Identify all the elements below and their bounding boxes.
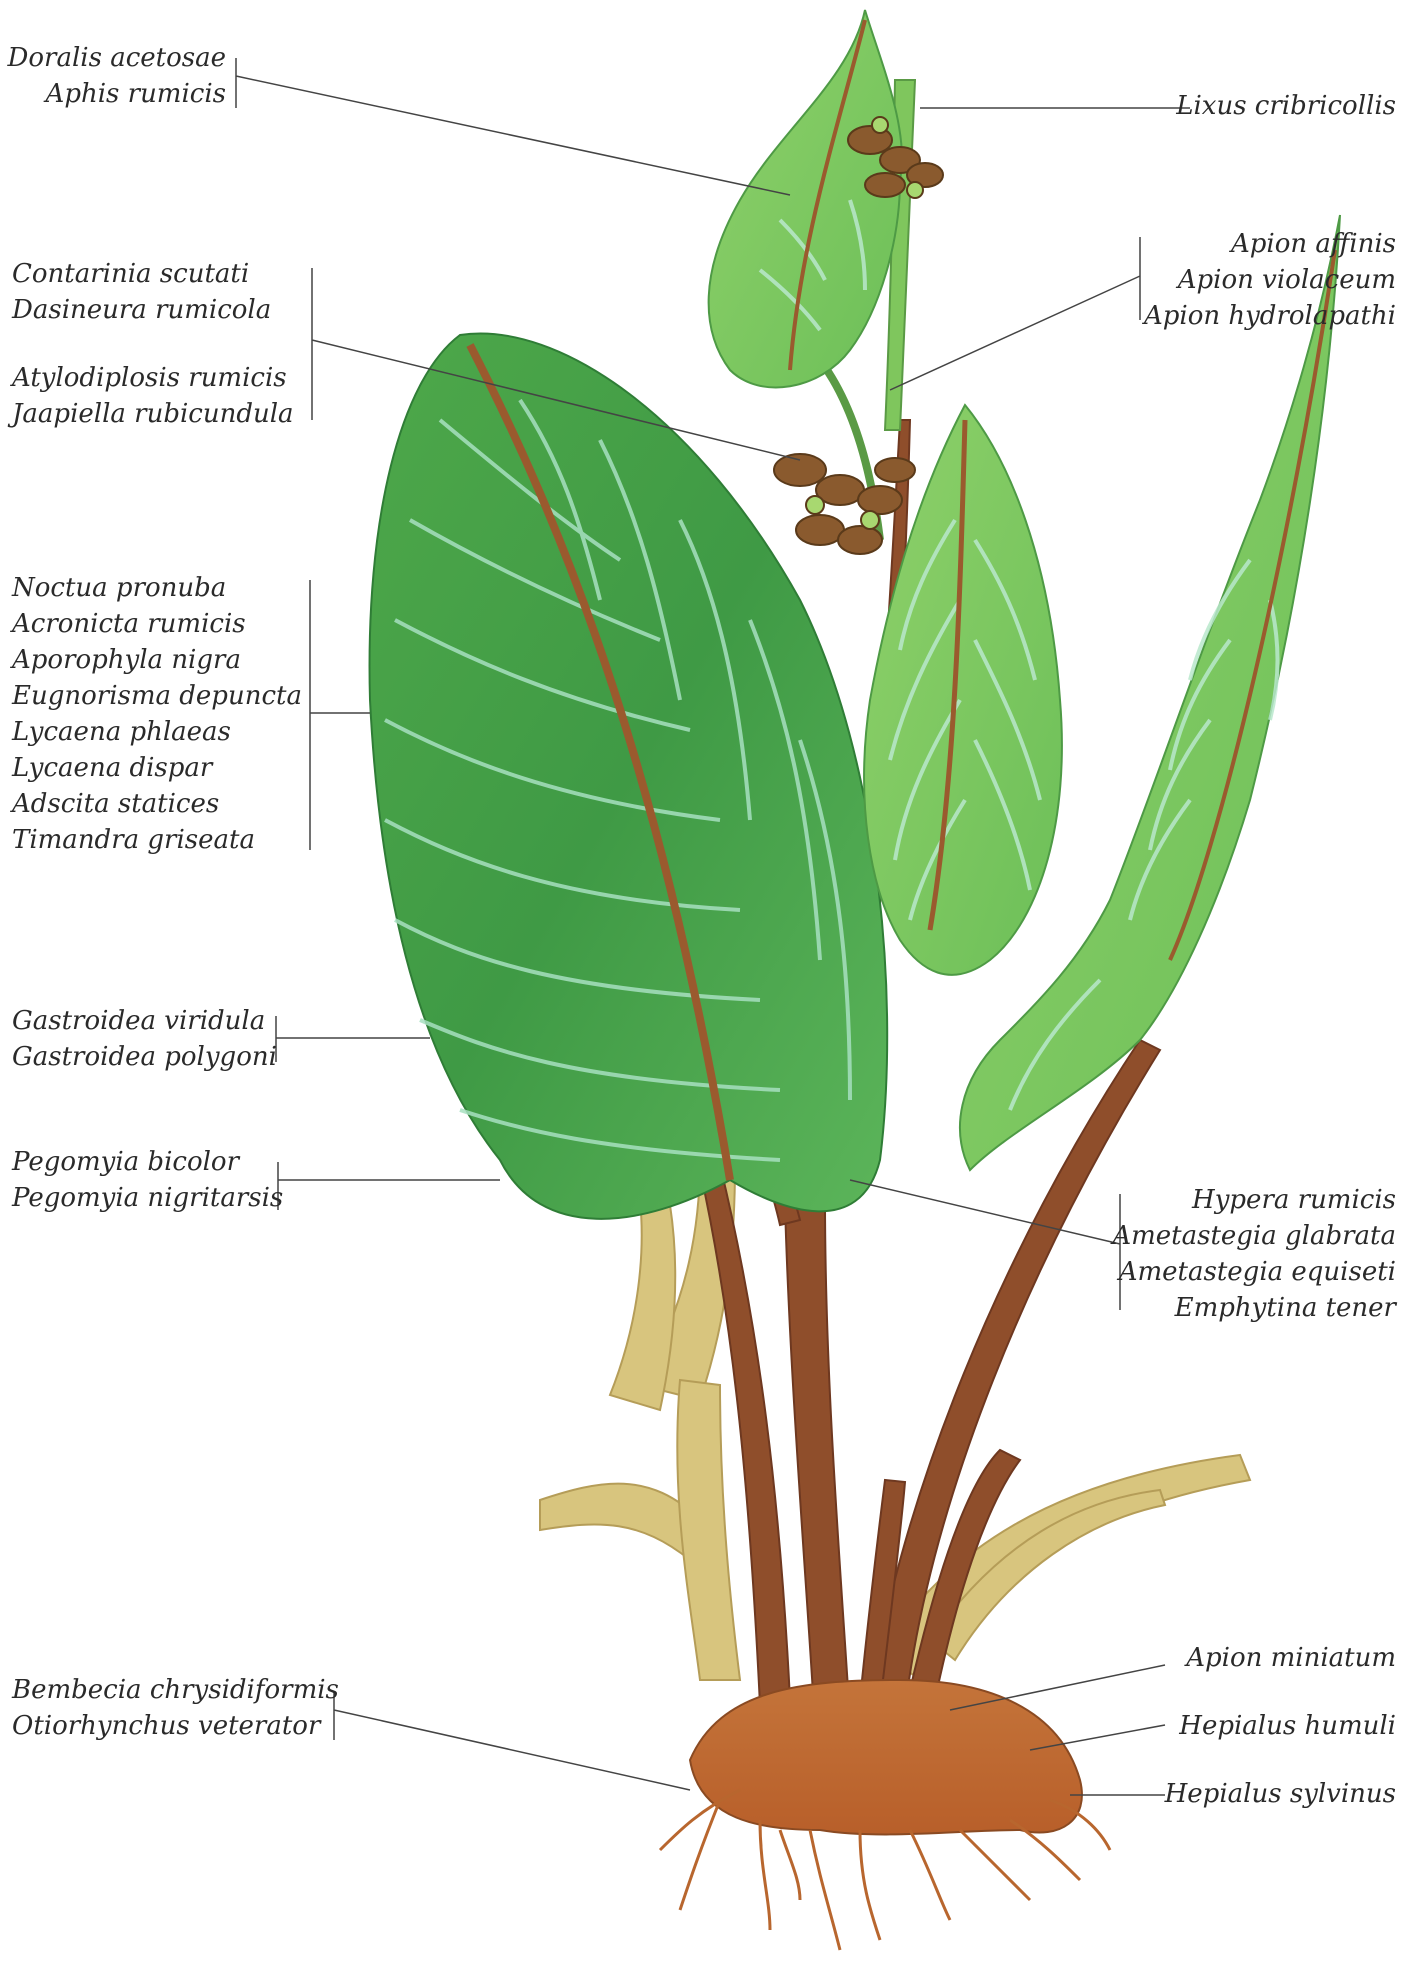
- label-group-gastroidea: Gastroidea viridula Gastroidea polygoni: [12, 1003, 277, 1075]
- label-group-pegomyia: Pegomyia bicolor Pegomyia nigritarsis: [12, 1144, 283, 1216]
- label-line: Doralis acetosae: [8, 40, 226, 76]
- label-line: Lixus cribricollis: [1176, 88, 1396, 124]
- label-line: Aporophyla nigra: [12, 642, 302, 678]
- label-line: Adscita statices: [12, 786, 302, 822]
- label-group-moths: Noctua pronuba Acronicta rumicis Aporoph…: [12, 570, 302, 858]
- label-group-apion: Apion affinis Apion violaceum Apion hydr…: [1144, 226, 1396, 334]
- top-leaf: [709, 10, 902, 387]
- label-group-root-borers: Bembecia chrysidiformis Otiorhynchus vet…: [12, 1672, 339, 1744]
- label-line: Acronicta rumicis: [12, 606, 302, 642]
- label-group-apion-miniatum: Apion miniatum: [1186, 1640, 1396, 1676]
- label-line: Eugnorisma depuncta: [12, 678, 302, 714]
- label-line: Ametastegia glabrata: [1112, 1218, 1396, 1254]
- label-group-hepialus-humuli: Hepialus humuli: [1179, 1708, 1396, 1744]
- label-group-aphids: Doralis acetosae Aphis rumicis: [8, 40, 226, 112]
- root-mass: [660, 1680, 1110, 1950]
- label-line: Lycaena dispar: [12, 750, 302, 786]
- label-line: Emphytina tener: [1112, 1290, 1396, 1326]
- label-line: Jaapiella rubicundula: [12, 396, 294, 432]
- label-line: Lycaena phlaeas: [12, 714, 302, 750]
- label-group-hepialus-sylvinus: Hepialus sylvinus: [1165, 1776, 1396, 1812]
- label-group-gall-midges-a: Contarinia scutati Dasineura rumicola: [12, 256, 271, 328]
- label-line: Apion affinis: [1144, 226, 1396, 262]
- label-line: Aphis rumicis: [8, 76, 226, 112]
- label-line: Atylodiplosis rumicis: [12, 360, 294, 396]
- label-line: Timandra griseata: [12, 822, 302, 858]
- label-line: Ametastegia equiseti: [1112, 1254, 1396, 1290]
- label-line: Hypera rumicis: [1112, 1182, 1396, 1218]
- label-group-lixus: Lixus cribricollis: [1176, 88, 1396, 124]
- label-line: Hepialus humuli: [1179, 1708, 1396, 1744]
- label-line: Gastroidea viridula: [12, 1003, 277, 1039]
- label-line: Apion violaceum: [1144, 262, 1396, 298]
- label-line: Hepialus sylvinus: [1165, 1776, 1396, 1812]
- label-line: Contarinia scutati: [12, 256, 271, 292]
- label-line: Pegomyia nigritarsis: [12, 1180, 283, 1216]
- label-line: Dasineura rumicola: [12, 292, 271, 328]
- label-line: Apion miniatum: [1186, 1640, 1396, 1676]
- label-group-gall-midges-b: Atylodiplosis rumicis Jaapiella rubicund…: [12, 360, 294, 432]
- label-line: Otiorhynchus veterator: [12, 1708, 339, 1744]
- label-line: Bembecia chrysidiformis: [12, 1672, 339, 1708]
- label-line: Noctua pronuba: [12, 570, 302, 606]
- label-line: Gastroidea polygoni: [12, 1039, 277, 1075]
- label-line: Pegomyia bicolor: [12, 1144, 283, 1180]
- label-line: Apion hydrolapathi: [1144, 298, 1396, 334]
- label-group-hypera: Hypera rumicis Ametastegia glabrata Amet…: [1112, 1182, 1396, 1326]
